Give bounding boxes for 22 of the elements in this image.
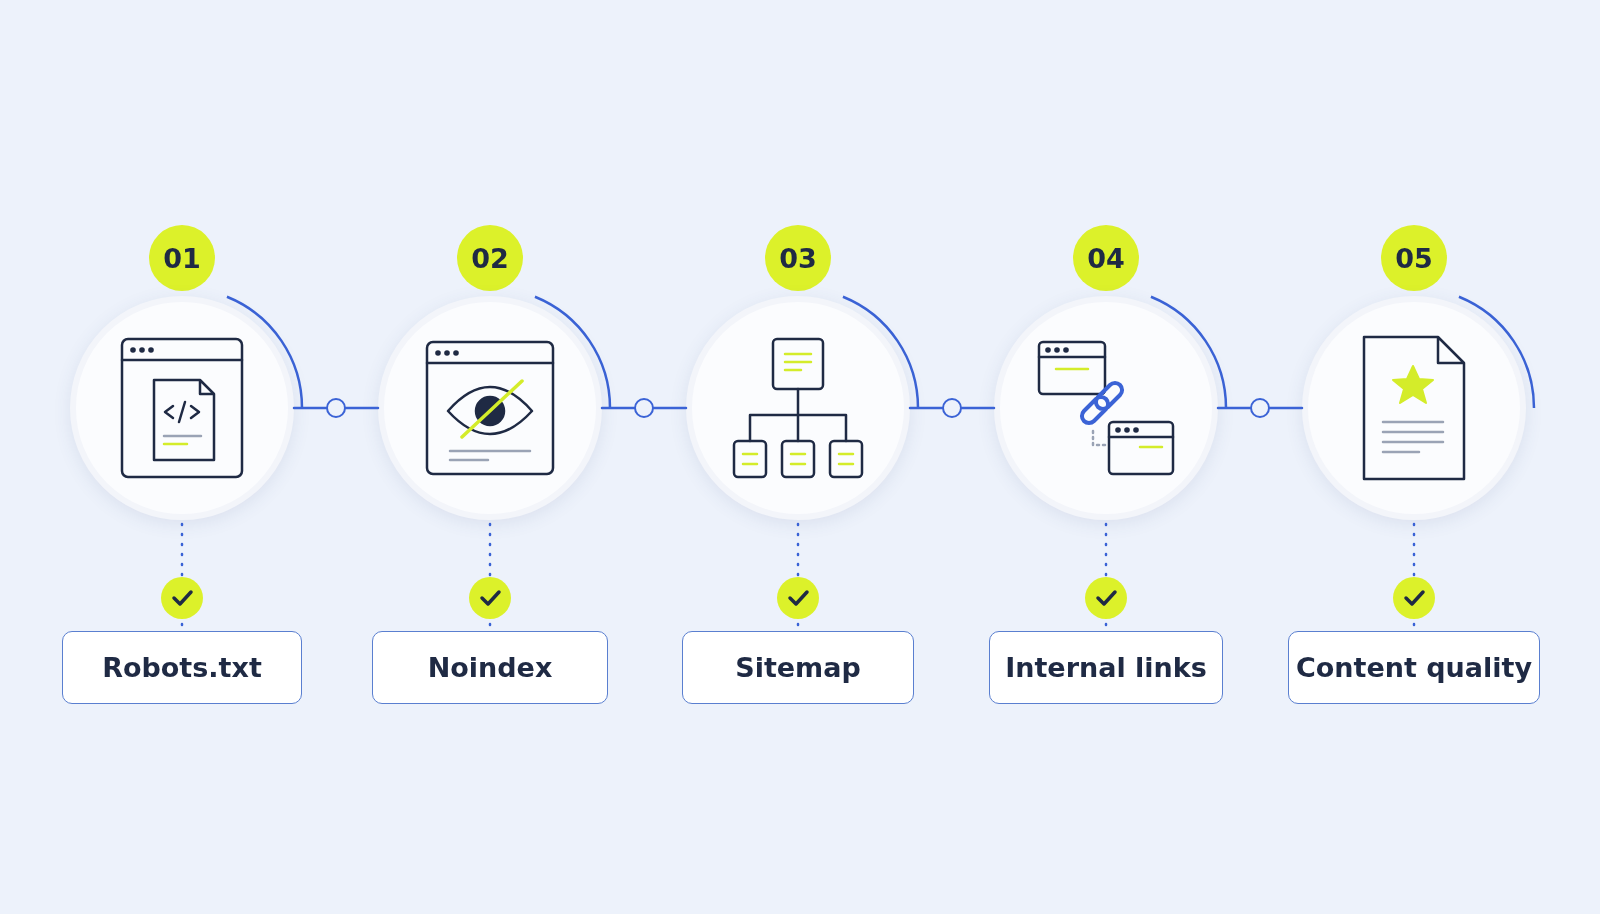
- connector-line: [652, 406, 688, 410]
- step-label-box: Noindex: [372, 631, 608, 704]
- connector-line: [600, 406, 636, 410]
- connector-line: [908, 406, 944, 410]
- junction-circle: [942, 398, 962, 418]
- step-number-badge: 03: [765, 225, 831, 291]
- connector-line: [292, 406, 328, 410]
- step-number-badge: 01: [149, 225, 215, 291]
- junction-circle: [1250, 398, 1270, 418]
- step-label-box: Robots.txt: [62, 631, 302, 704]
- step-label-box: Content quality: [1288, 631, 1540, 704]
- connector-line: [1216, 406, 1252, 410]
- connector-line: [960, 406, 996, 410]
- step-number-badge: 05: [1381, 225, 1447, 291]
- step-number-badge: 04: [1073, 225, 1139, 291]
- step-label-box: Sitemap: [682, 631, 914, 704]
- connector-line: [1268, 406, 1304, 410]
- junction-circle: [634, 398, 654, 418]
- step-label-box: Internal links: [989, 631, 1223, 704]
- step-number-badge: 02: [457, 225, 523, 291]
- connector-line: [344, 406, 380, 410]
- junction-circle: [326, 398, 346, 418]
